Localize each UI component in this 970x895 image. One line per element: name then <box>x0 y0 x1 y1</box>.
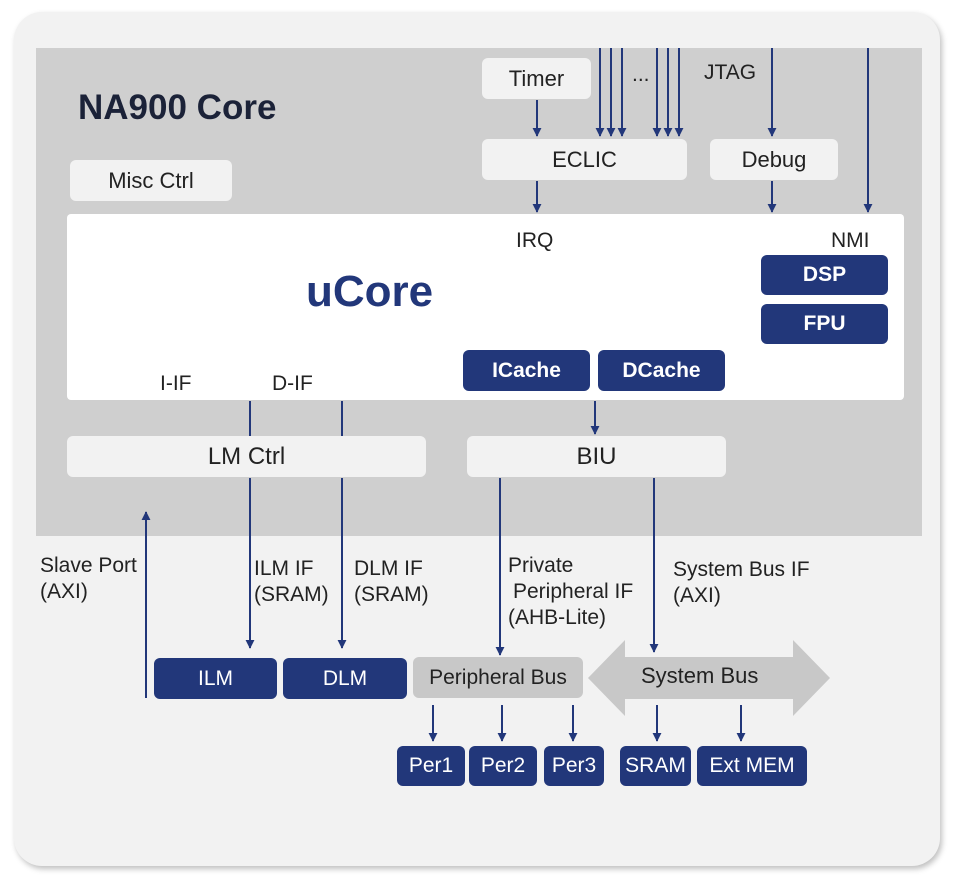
system-bus-arrow <box>588 640 830 716</box>
per1-block: Per1 <box>397 746 465 786</box>
debug-block: Debug <box>710 139 838 180</box>
icache-block: ICache <box>463 350 590 391</box>
ilm-if-label: ILM IF(SRAM) <box>254 557 329 606</box>
d-if-label: D-IF <box>272 372 313 395</box>
ext-mem-block: Ext MEM <box>697 746 807 786</box>
timer-block: Timer <box>482 58 591 99</box>
dlm-if-label: DLM IF(SRAM) <box>354 557 429 606</box>
peripheral-bus-block: Peripheral Bus <box>413 657 583 698</box>
dcache-block: DCache <box>598 350 725 391</box>
i-if-label: I-IF <box>160 372 192 395</box>
misc-ctrl-block: Misc Ctrl <box>70 160 232 201</box>
dlm-block: DLM <box>283 658 407 699</box>
ilm-block: ILM <box>154 658 277 699</box>
lm-ctrl-block: LM Ctrl <box>67 436 426 477</box>
eclic-block: ECLIC <box>482 139 687 180</box>
private-peripheral-if-label: Private Peripheral IF (AHB-Lite) <box>508 554 634 629</box>
biu-block: BIU <box>467 436 726 477</box>
jtag-label: JTAG <box>704 61 757 84</box>
per3-block: Per3 <box>544 746 604 786</box>
fpu-block: FPU <box>761 304 888 344</box>
irq-label: IRQ <box>516 229 554 252</box>
nmi-label: NMI <box>831 229 870 252</box>
ucore-title: uCore <box>306 267 434 316</box>
system-bus-label: System Bus <box>641 663 759 688</box>
interrupt-ellipsis: ... <box>632 63 650 86</box>
core-title: NA900 Core <box>78 88 277 127</box>
per2-block: Per2 <box>469 746 537 786</box>
slave-port-label: Slave Port(AXI) <box>40 554 137 603</box>
sram-block: SRAM <box>620 746 691 786</box>
system-bus-if-label: System Bus IF(AXI) <box>673 558 810 607</box>
dsp-block: DSP <box>761 255 888 295</box>
